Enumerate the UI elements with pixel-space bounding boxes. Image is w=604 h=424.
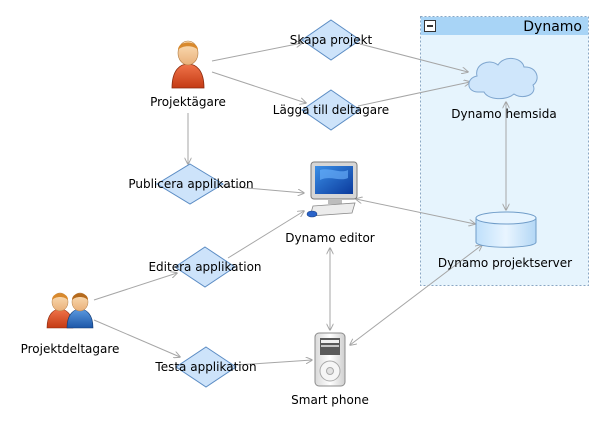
action-edit-app[interactable]: Editera applikation <box>148 246 262 288</box>
edit-app-label: Editera applikation <box>148 260 261 274</box>
editor-label: Dynamo editor <box>285 231 375 245</box>
action-publish-app[interactable]: Publicera applikation <box>128 163 254 205</box>
database-icon <box>475 211 537 248</box>
participants-label: Projektdeltagare <box>21 342 120 356</box>
website-label: Dynamo hemsida <box>451 107 556 121</box>
node-phone[interactable]: Smart phone <box>291 332 369 407</box>
edge-owner-create <box>211 43 302 62</box>
two-people-icon <box>46 292 94 329</box>
edge-owner-add <box>211 71 306 103</box>
edge-test-phone <box>235 360 312 366</box>
edge-phone-server <box>350 245 482 345</box>
group-header <box>421 17 588 35</box>
create-project-label: Skapa projekt <box>290 33 373 47</box>
phone-label: Smart phone <box>291 393 369 407</box>
edge-participants-test <box>93 319 180 357</box>
server-label: Dynamo projektserver <box>438 256 572 270</box>
phone-icon <box>314 332 346 387</box>
minus-box-icon[interactable] <box>424 20 436 32</box>
cloud-icon <box>468 58 538 100</box>
actor-participants[interactable]: Projektdeltagare <box>21 292 120 356</box>
edge-edit-editor <box>227 211 304 259</box>
owner-label: Projektägare <box>150 95 226 109</box>
publish-app-label: Publicera applikation <box>128 177 253 191</box>
actor-owner[interactable]: Projektägare <box>150 40 226 109</box>
node-server[interactable]: Dynamo projektserver <box>438 211 572 270</box>
edge-publish-editor <box>222 185 304 193</box>
test-app-label: Testa applikation <box>154 360 256 374</box>
edge-editor-server <box>356 199 475 224</box>
single-person-icon <box>171 40 205 89</box>
action-test-app[interactable]: Testa applikation <box>154 346 257 388</box>
node-website[interactable]: Dynamo hemsida <box>451 58 557 121</box>
edge-create-website <box>359 43 468 72</box>
edges <box>93 43 506 366</box>
computer-icon <box>306 161 358 218</box>
node-editor[interactable]: Dynamo editor <box>285 161 375 245</box>
action-add-participant[interactable]: Lägga till deltagare <box>273 89 389 131</box>
edge-add-website <box>357 82 470 107</box>
add-participant-label: Lägga till deltagare <box>273 103 389 117</box>
edge-participants-edit <box>93 273 177 301</box>
group-title: Dynamo <box>523 19 582 35</box>
action-create-project[interactable]: Skapa projekt <box>290 19 373 61</box>
